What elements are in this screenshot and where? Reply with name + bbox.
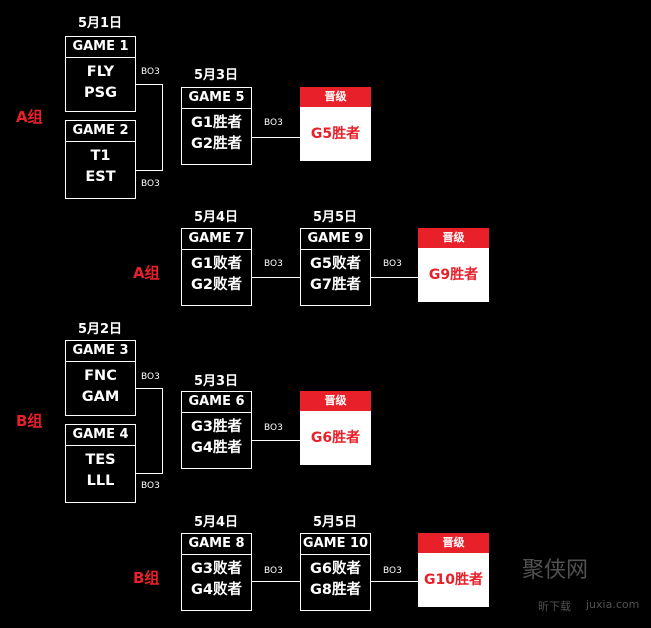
- format-label: BO3: [264, 423, 283, 433]
- game-box: GAME 3 FNC GAM: [65, 340, 136, 416]
- game-box: GAME 5 G1胜者 G2胜者: [181, 87, 252, 165]
- date-label: 5月4日: [193, 210, 239, 225]
- team-name: T1: [90, 148, 111, 164]
- connector-line: [371, 277, 418, 278]
- format-label: BO3: [264, 259, 283, 269]
- advance-header: 晋级: [418, 228, 489, 248]
- team-name: LLL: [86, 473, 115, 489]
- advance-box: 晋级 G5胜者: [300, 87, 371, 161]
- game-title: GAME 5: [182, 88, 251, 109]
- connector-line: [252, 137, 300, 138]
- team-name: G3败者: [191, 561, 242, 577]
- advance-box: 晋级 G9胜者: [418, 228, 489, 302]
- game-box: GAME 7 G1败者 G2败者: [181, 228, 252, 306]
- team-name: G4败者: [191, 582, 242, 598]
- date-label: 5月3日: [193, 68, 239, 83]
- group-label: A组: [16, 108, 43, 126]
- team-name: G8胜者: [310, 582, 361, 598]
- team-name: EST: [85, 169, 116, 185]
- date-label: 5月1日: [77, 16, 123, 31]
- date-label: 5月5日: [312, 210, 358, 225]
- game-title: GAME 7: [182, 229, 251, 250]
- advance-winner: G5胜者: [310, 126, 361, 142]
- team-name: G7胜者: [310, 277, 361, 293]
- group-label: B组: [133, 569, 160, 587]
- date-label: 5月4日: [193, 515, 239, 530]
- game-box: GAME 4 TES LLL: [65, 424, 136, 503]
- game-title: GAME 2: [66, 121, 135, 142]
- watermark-url: juxia.com: [586, 598, 640, 611]
- connector-line: [252, 440, 300, 441]
- group-label: A组: [133, 264, 160, 282]
- format-label: BO3: [264, 118, 283, 128]
- game-title: GAME 10: [301, 534, 370, 555]
- connector-line: [136, 388, 162, 389]
- team-name: FNC: [84, 368, 117, 384]
- game-title: GAME 6: [182, 392, 251, 413]
- game-box: GAME 6 G3胜者 G4胜者: [181, 391, 252, 469]
- connector-line: [162, 84, 163, 171]
- team-name: G1胜者: [191, 115, 242, 131]
- connector-line: [136, 170, 162, 171]
- team-name: G1败者: [191, 256, 242, 272]
- advance-winner: G6胜者: [310, 430, 361, 446]
- format-label: BO3: [383, 259, 402, 269]
- date-label: 5月5日: [312, 515, 358, 530]
- team-name: PSG: [84, 85, 117, 101]
- format-label: BO3: [141, 481, 160, 491]
- game-title: GAME 4: [66, 425, 135, 446]
- date-label: 5月2日: [77, 322, 123, 337]
- connector-line: [252, 581, 300, 582]
- connector-line: [252, 277, 300, 278]
- format-label: BO3: [383, 566, 402, 576]
- team-name: FLY: [86, 64, 115, 80]
- team-name: G2败者: [191, 277, 242, 293]
- game-box: GAME 8 G3败者 G4败者: [181, 533, 252, 611]
- game-box: GAME 10 G6败者 G8胜者: [300, 533, 371, 611]
- advance-header: 晋级: [418, 533, 489, 553]
- connector-line: [136, 473, 162, 474]
- game-box: GAME 1 FLY PSG: [65, 36, 136, 112]
- connector-line: [136, 84, 162, 85]
- game-title: GAME 3: [66, 341, 135, 362]
- team-name: G2胜者: [191, 136, 242, 152]
- team-name: GAM: [81, 389, 120, 405]
- game-title: GAME 9: [301, 229, 370, 250]
- team-name: G3胜者: [191, 419, 242, 435]
- team-name: G5败者: [310, 256, 361, 272]
- group-label: B组: [16, 412, 43, 430]
- format-label: BO3: [141, 179, 160, 189]
- game-title: GAME 8: [182, 534, 251, 555]
- connector-line: [371, 581, 418, 582]
- format-label: BO3: [141, 372, 160, 382]
- watermark-logo: 聚侠网: [522, 558, 589, 583]
- format-label: BO3: [264, 566, 283, 576]
- team-name: G6败者: [310, 561, 361, 577]
- advance-winner: G9胜者: [428, 267, 479, 283]
- watermark-sub: 昕下载: [538, 600, 571, 613]
- team-name: G4胜者: [191, 440, 242, 456]
- advance-header: 晋级: [300, 87, 371, 107]
- game-box: GAME 9 G5败者 G7胜者: [300, 228, 371, 306]
- format-label: BO3: [141, 67, 160, 77]
- team-name: TES: [85, 452, 116, 468]
- connector-line: [162, 388, 163, 474]
- advance-header: 晋级: [300, 391, 371, 411]
- advance-box: 晋级 G6胜者: [300, 391, 371, 465]
- date-label: 5月3日: [193, 374, 239, 389]
- game-title: GAME 1: [66, 37, 135, 58]
- advance-winner: G10胜者: [424, 572, 483, 588]
- advance-box: 晋级 G10胜者: [418, 533, 489, 607]
